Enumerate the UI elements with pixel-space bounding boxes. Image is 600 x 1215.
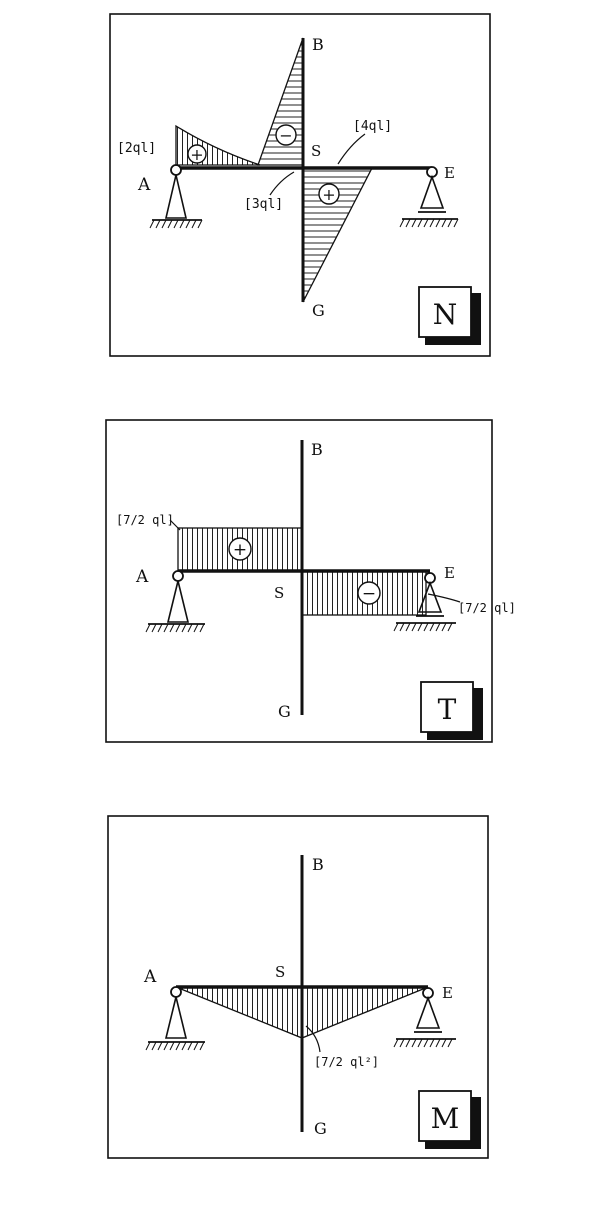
t-label-e: E [444,564,455,582]
n-label-e: E [444,164,455,182]
n-diagram-left-positive [175,124,261,166]
m-tag-letter: M [431,1102,460,1135]
panel-shear-force: + − [7/2 ql] [7/2 ql] B A E S G T [105,419,516,743]
m-label-b: B [312,855,324,874]
n-sign-circle-3 [318,183,340,205]
n-sign-circle-1 [187,144,207,164]
n-diagram-tag: N [418,286,481,345]
t-label-g: G [278,702,291,721]
t-value-right: [7/2 ql] [458,601,516,615]
t-diagram-tag: T [420,681,483,740]
n-value-3ql: [3ql] [244,197,283,212]
t-pinned-support-a [145,570,205,633]
t-roller-support-e [393,572,456,632]
n-pinned-support-a [149,164,203,229]
n-diagram-upper-negative [257,37,304,166]
n-label-s: S [311,142,321,160]
t-sign-circle-1 [228,537,252,561]
n-sign-1: + [190,145,203,164]
t-label-s: S [274,584,284,602]
n-label-g: G [312,301,325,320]
n-label-a: A [137,175,151,195]
m-pinned-support-a [145,986,205,1051]
t-tag-letter: T [438,693,457,726]
t-label-b: B [311,440,323,459]
n-roller-support-e [399,166,459,228]
n-value-2ql: [2ql] [117,141,156,156]
panel-bending-moment: [7/2 ql²] B A E S G M [107,815,489,1159]
t-value-left: [7/2 ql] [116,513,174,527]
t-label-a: A [135,567,149,587]
t-sign-1: + [233,540,247,560]
m-value-max: [7/2 ql²] [314,1055,379,1069]
n-sign-3: + [322,185,335,204]
n-value-4ql: [4ql] [353,119,392,134]
m-label-a: A [143,967,157,987]
n-label-b: B [312,35,324,54]
m-roller-support-e [393,987,456,1048]
m-diagram-tag: M [418,1090,481,1149]
panel-normal-force: + − + [2ql] [4ql] [3ql] B A E S G N [109,13,491,357]
t-sign-2: − [362,584,376,604]
n-sign-2: − [279,126,292,145]
m-label-g: G [314,1119,327,1138]
m-label-s: S [275,963,285,981]
t-sign-circle-2 [357,581,381,605]
n-sign-circle-2 [275,124,297,146]
m-label-e: E [442,984,453,1002]
n-tag-letter: N [433,298,458,331]
